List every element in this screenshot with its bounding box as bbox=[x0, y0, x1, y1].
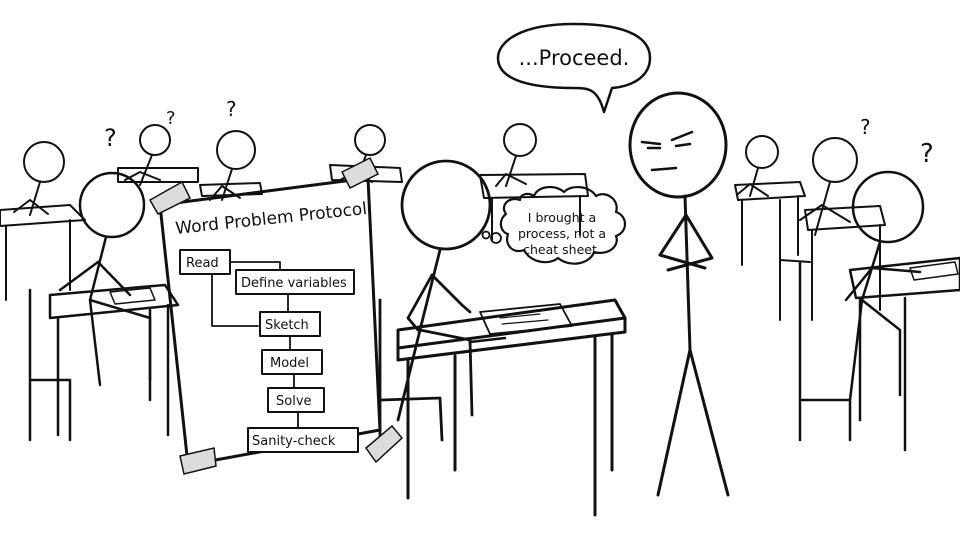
central-student bbox=[378, 159, 492, 452]
student-thought-bubble: I brought a process, not a cheat sheet. bbox=[481, 186, 627, 265]
thought-line-3: cheat sheet. bbox=[523, 242, 601, 257]
step-sketch: Sketch bbox=[265, 318, 309, 333]
tape-top-left bbox=[148, 180, 192, 215]
tape-bottom-left bbox=[179, 447, 217, 475]
central-desk bbox=[396, 298, 627, 517]
confused-marks: ? ? ? ? ? bbox=[104, 97, 934, 169]
thought-line-1: I brought a bbox=[528, 210, 596, 225]
thought-line-2: process, not a bbox=[518, 226, 606, 241]
front-right-student bbox=[798, 170, 960, 452]
step-solve: Solve bbox=[276, 394, 312, 409]
question-mark-1: ? bbox=[104, 124, 117, 152]
teacher-speech-text: ...Proceed. bbox=[519, 46, 630, 70]
tape-top-right bbox=[340, 156, 380, 190]
background-students-right bbox=[734, 135, 886, 321]
question-mark-4: ? bbox=[860, 115, 871, 139]
step-read: Read bbox=[186, 256, 219, 271]
step-define-variables: Define variables bbox=[241, 276, 347, 291]
teacher bbox=[628, 91, 730, 497]
poster-title: Word Problem Protocol bbox=[174, 199, 368, 239]
question-mark-5: ? bbox=[920, 139, 934, 169]
front-left-student bbox=[28, 171, 180, 442]
question-mark-2: ? bbox=[166, 108, 176, 129]
tape-bottom-right bbox=[364, 424, 404, 464]
step-sanity-check: Sanity-check bbox=[252, 434, 336, 449]
step-model: Model bbox=[270, 356, 309, 371]
background-students-left bbox=[0, 123, 589, 301]
question-mark-3: ? bbox=[226, 97, 237, 121]
teacher-speech-bubble: ...Proceed. bbox=[496, 22, 652, 114]
protocol-poster: Word Problem Protocol Read Define variab… bbox=[148, 156, 404, 475]
